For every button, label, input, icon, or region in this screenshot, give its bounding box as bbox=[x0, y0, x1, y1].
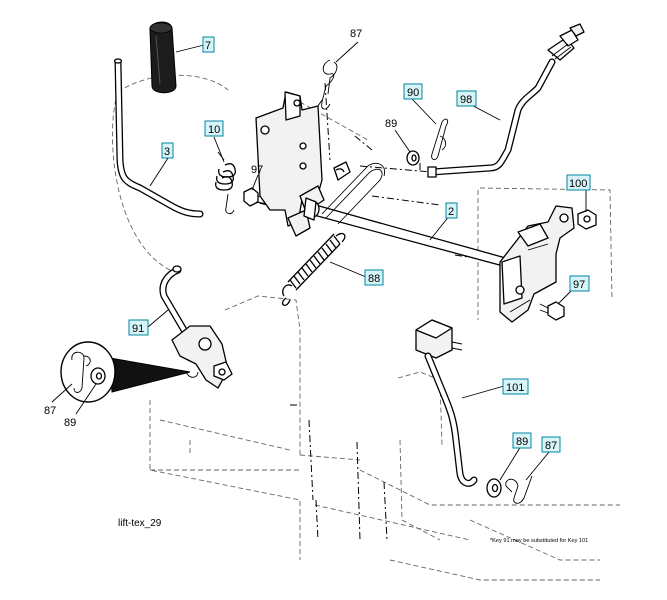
ghost-frame-lines bbox=[112, 74, 620, 581]
callout-89-upper: 89 bbox=[385, 118, 397, 130]
callout-100: 100 bbox=[569, 178, 587, 190]
callout-97-upper: 97 bbox=[251, 164, 263, 176]
lower-left-arm bbox=[171, 325, 233, 389]
callout-87-detail: 87 bbox=[44, 405, 56, 417]
callout-3: 3 bbox=[164, 146, 170, 158]
callout-87-top: 87 bbox=[350, 28, 362, 40]
right-lift-bracket bbox=[499, 205, 575, 323]
alternate-link-part-101 bbox=[415, 319, 478, 487]
lift-handle-part-3 bbox=[113, 58, 204, 218]
callouts: 7 3 10 97 87 90 89 98 100 2 88 97 91 87 … bbox=[44, 28, 591, 453]
callout-87-lower: 87 bbox=[545, 440, 557, 452]
callout-7: 7 bbox=[205, 40, 211, 52]
spring-anchor-loop bbox=[321, 162, 386, 225]
lift-shaft-part-2 bbox=[303, 197, 521, 271]
callout-88: 88 bbox=[368, 273, 380, 285]
callout-89-detail: 89 bbox=[64, 417, 76, 429]
grip-part-7 bbox=[149, 21, 177, 94]
nut-part-100 bbox=[577, 209, 597, 230]
callout-90: 90 bbox=[407, 87, 419, 99]
figure-id: lift-tex_29 bbox=[118, 518, 162, 529]
torsion-spring-part-10 bbox=[215, 151, 236, 215]
detail-bubble bbox=[60, 341, 191, 403]
leader-lines bbox=[51, 41, 587, 481]
callout-10: 10 bbox=[208, 124, 220, 136]
bolt-part-97-right bbox=[539, 301, 565, 321]
footnote: *Key 91 may be substituted for Key 101 bbox=[490, 538, 588, 544]
callout-89-lower: 89 bbox=[516, 436, 528, 448]
hairpin-clip-part-87-lower bbox=[505, 475, 533, 504]
callout-97-right: 97 bbox=[573, 279, 585, 291]
hairpin-clip-part-87-top bbox=[321, 59, 338, 110]
washer-part-89-lower bbox=[486, 478, 502, 498]
washer-part-89-upper bbox=[406, 150, 420, 166]
extension-spring-part-88 bbox=[282, 232, 346, 306]
rod-part-98 bbox=[427, 23, 585, 178]
cotter-pin-part-90 bbox=[431, 118, 449, 161]
callout-98: 98 bbox=[460, 94, 472, 106]
callout-2: 2 bbox=[448, 206, 454, 218]
callout-101: 101 bbox=[506, 382, 524, 394]
callout-91: 91 bbox=[132, 323, 144, 335]
lift-bracket bbox=[255, 91, 351, 237]
